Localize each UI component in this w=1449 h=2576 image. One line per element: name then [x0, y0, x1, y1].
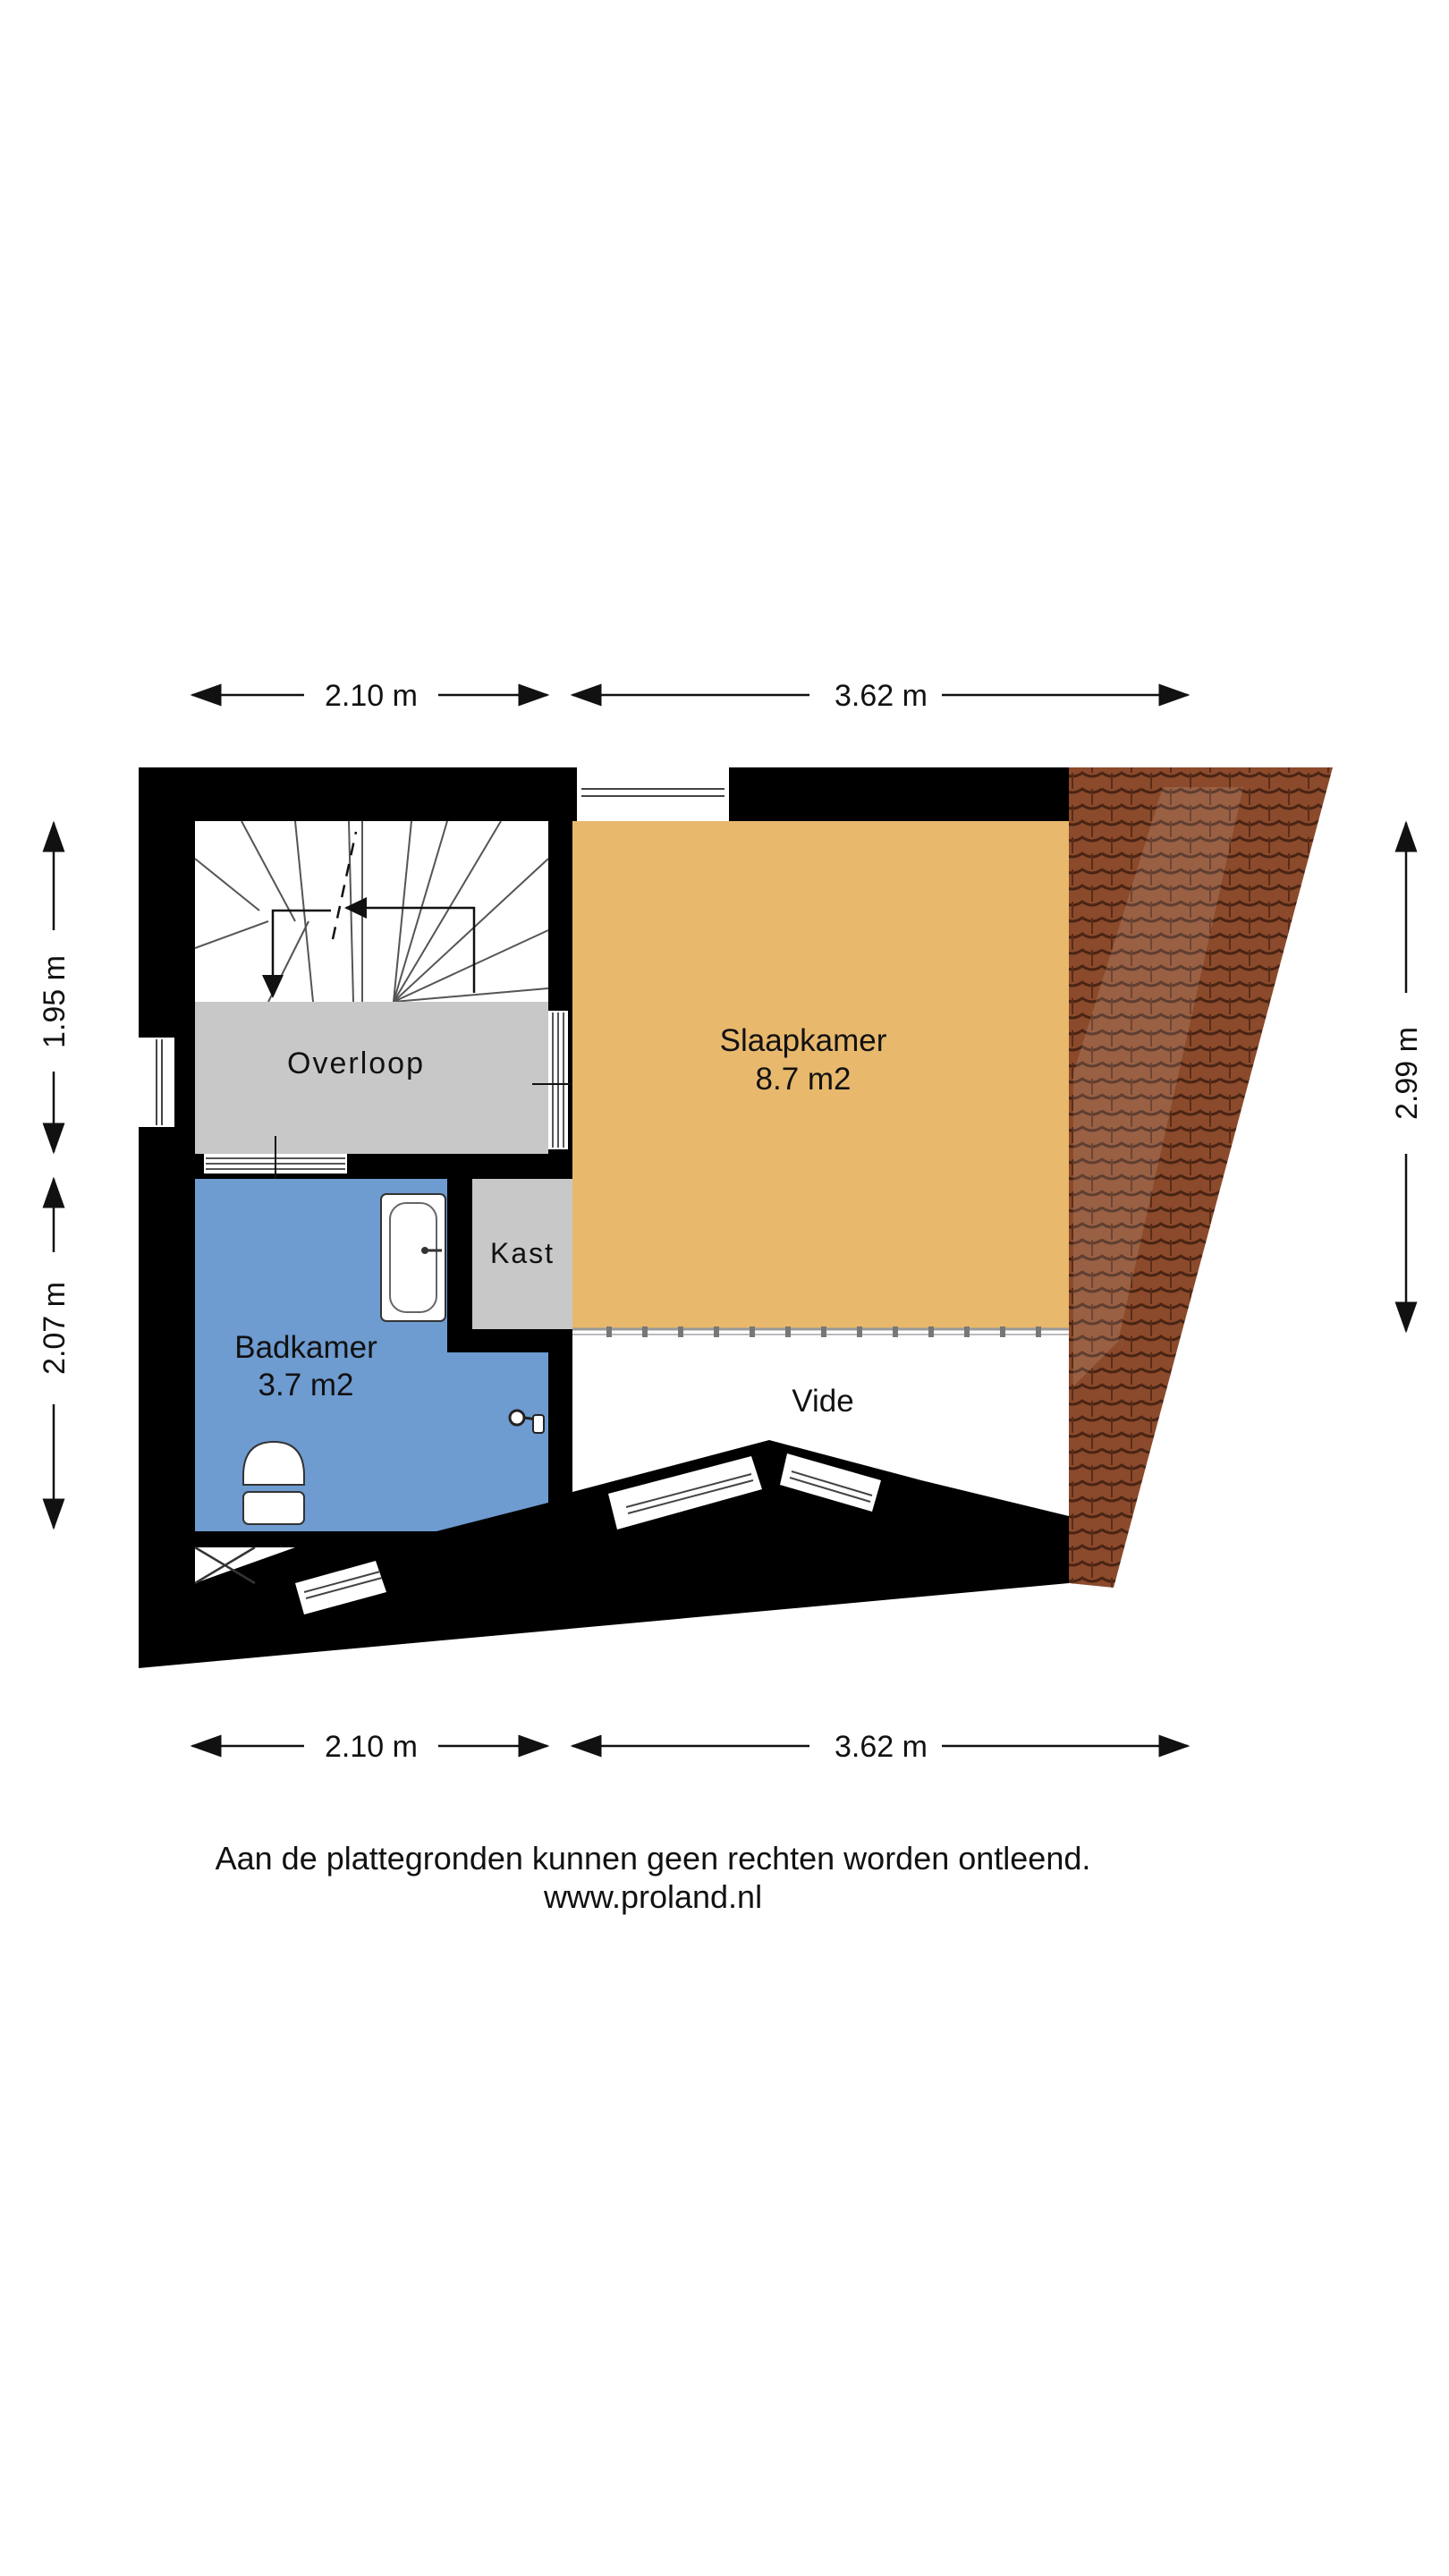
roof-highlight [1073, 787, 1243, 1386]
door-overloop-badkamer [204, 1136, 347, 1191]
room-kast [472, 1179, 572, 1329]
room-kast-label: Kast [490, 1237, 555, 1269]
room-slaapkamer [572, 821, 1069, 1329]
toilet [242, 1440, 305, 1525]
storage-corner [194, 1546, 295, 1585]
room-slaapkamer-label: Slaapkamer [720, 1023, 887, 1058]
roof-tiles [1069, 767, 1333, 1588]
dimension-left-upper-label: 1.95 m [38, 955, 72, 1048]
dimension-right: 2.99 m [1390, 820, 1424, 1334]
sink [380, 1193, 446, 1322]
dimension-bottom-right: 3.62 m [570, 1730, 1191, 1764]
dimension-top-right: 3.62 m [570, 679, 1191, 713]
room-badkamer-area: 3.7 m2 [258, 1368, 354, 1402]
dimension-top-left: 2.10 m [190, 679, 550, 713]
vide-railing [572, 1326, 1069, 1337]
window-left [139, 1038, 174, 1127]
room-slaapkamer-label-group: Slaapkamer 8.7 m2 [720, 1023, 887, 1097]
dimension-bottom-left: 2.10 m [190, 1730, 550, 1764]
window-top [577, 767, 729, 821]
stairs [194, 820, 549, 1003]
room-vide [572, 1329, 1069, 1516]
website-link[interactable]: www.proland.nl [543, 1878, 763, 1915]
room-vide-label: Vide [792, 1384, 853, 1419]
window-bottom-center [608, 1456, 762, 1530]
dimension-left-upper: 1.95 m [38, 820, 72, 1155]
window-bottom-right [780, 1453, 881, 1512]
room-overloop-label: Overloop [287, 1046, 425, 1080]
room-badkamer-label-group: Badkamer 3.7 m2 [234, 1330, 377, 1402]
dimension-right-label: 2.99 m [1390, 1027, 1424, 1120]
dimension-bottom-right-label: 3.62 m [835, 1730, 928, 1764]
room-slaapkamer-area: 8.7 m2 [756, 1062, 852, 1097]
dimension-left-lower-label: 2.07 m [38, 1282, 72, 1375]
disclaimer-text: Aan de plattegronden kunnen geen rechten… [215, 1840, 1091, 1877]
dimension-bottom-left-label: 2.10 m [325, 1730, 418, 1764]
dimension-left-lower: 2.07 m [38, 1176, 72, 1530]
room-overloop [195, 1002, 548, 1154]
room-badkamer-label: Badkamer [234, 1330, 377, 1365]
shower-tap-icon [508, 1409, 545, 1434]
window-bottom-left [295, 1561, 386, 1614]
door-overloop-slaapkamer [532, 1011, 586, 1149]
dimension-top-right-label: 3.62 m [835, 679, 928, 713]
dimension-top-left-label: 2.10 m [325, 679, 418, 713]
